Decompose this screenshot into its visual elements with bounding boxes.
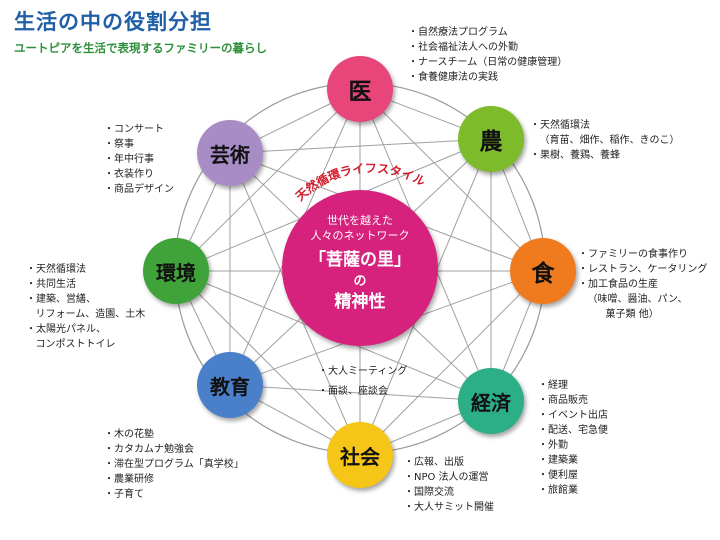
detail-item: NPO 法人の運営 <box>404 470 494 485</box>
detail-item: 自然療法プログラム <box>408 25 567 40</box>
detail-item: 衣装作り <box>104 167 174 182</box>
detail-item: 配送、宅急便 <box>538 423 608 438</box>
detail-item: 祭事 <box>104 137 174 152</box>
connection-line <box>359 88 544 272</box>
detail-item: コンサート <box>104 122 174 137</box>
detail-item: 共同生活 <box>26 277 145 292</box>
environment-details: 天然循環法 共同生活 建築、営繕、 リフォーム、造園、土木 太陽光パネル、 コン… <box>26 262 146 352</box>
center-line-3: 「菩薩の里」 <box>309 250 411 270</box>
detail-item: 建築業 <box>538 453 608 468</box>
food-details: ファミリーの食事作り レストラン、ケータリング 加工食品の生産 （味噌、醤油、パ… <box>578 247 708 322</box>
node-food: 食 <box>510 238 576 304</box>
detail-item: 広報、出版 <box>404 455 494 470</box>
detail-item: （育苗、畑作、稲作、きのこ） <box>539 135 680 146</box>
center-line-5: 精神性 <box>334 292 386 312</box>
connection-line <box>229 138 492 154</box>
detail-item: レストラン、ケータリング <box>578 262 707 277</box>
node-environment: 環境 <box>143 238 209 304</box>
detail-item: 社会福祉法人への外勤 <box>408 40 567 55</box>
detail-item: 旅館業 <box>538 483 608 498</box>
detail-item: 農業研修 <box>104 472 244 487</box>
detail-item: 便利屋 <box>538 468 608 483</box>
detail-item: 大人ミーティング <box>318 362 407 382</box>
page-subtitle: ユートピアを生活で表現するファミリーの暮らし <box>14 41 267 55</box>
detail-item: 天然循環法 <box>530 118 680 133</box>
center-line-4: の <box>353 274 367 289</box>
center-circle: 世代を越えた 人々のネットワーク 「菩薩の里」 の 精神性 <box>282 190 438 346</box>
connection-line <box>175 88 361 272</box>
medicine-details: 自然療法プログラム 社会福祉法人への外勤 ナースチーム（日常の健康管理） 食養健… <box>408 25 567 85</box>
node-society: 社会 <box>327 422 393 488</box>
center-bottom-details: 大人ミーティング 面談、座談会 <box>318 362 407 402</box>
detail-item: 外勤 <box>538 438 608 453</box>
detail-item: 菓子類 他） <box>605 309 659 320</box>
arts-details: コンサート 祭事 年中行事 衣装作り 商品デザイン <box>104 122 174 197</box>
page-title: 生活の中の役割分担 <box>14 10 212 34</box>
detail-item: ファミリーの食事作り <box>578 247 707 262</box>
detail-item: 子育て <box>104 487 244 502</box>
center-line-2: 人々のネットワーク <box>310 229 410 242</box>
detail-item: カタカムナ勉強会 <box>104 442 244 457</box>
detail-item: 商品販売 <box>538 393 608 408</box>
node-arts: 芸術 <box>197 120 263 186</box>
node-agriculture: 農 <box>458 106 524 172</box>
detail-item: リフォーム、造園、土木 <box>35 309 146 320</box>
education-details: 木の花塾 カタカムナ勉強会 滞在型プログラム「真学校」 農業研修 子育て <box>104 427 244 502</box>
detail-item: 大人サミット開催 <box>404 500 494 515</box>
detail-item: コンポストトイレ <box>35 339 116 350</box>
detail-item: 果樹、養鶏、養蜂 <box>530 148 680 163</box>
detail-item: 経理 <box>538 378 608 393</box>
detail-item: 天然循環法 <box>26 262 145 277</box>
society-details: 広報、出版 NPO 法人の運営 国際交流 大人サミット開催 <box>404 455 494 515</box>
agriculture-details: 天然循環法 （育苗、畑作、稲作、きのこ） 果樹、養鶏、養蜂 <box>530 118 680 163</box>
detail-item: 加工食品の生産 <box>578 277 707 292</box>
economy-details: 経理 商品販売 イベント出店 配送、宅急便 外勤 建築業 便利屋 旅館業 <box>538 378 608 498</box>
detail-item: 年中行事 <box>104 152 174 167</box>
detail-item: 太陽光パネル、 <box>26 322 145 337</box>
detail-item: イベント出店 <box>538 408 608 423</box>
detail-item: 商品デザイン <box>104 182 174 197</box>
detail-item: 木の花塾 <box>104 427 244 442</box>
detail-item: 滞在型プログラム「真学校」 <box>104 457 244 472</box>
connection-line <box>175 270 361 456</box>
detail-item: 国際交流 <box>404 485 494 500</box>
detail-item: 面談、座談会 <box>318 382 407 402</box>
detail-item: 食養健康法の実践 <box>408 70 567 85</box>
detail-item: 建築、営繕、 <box>26 292 145 307</box>
node-economy: 経済 <box>458 368 524 434</box>
node-medicine: 医 <box>327 56 393 122</box>
center-line-1: 世代を越えた <box>327 214 393 227</box>
detail-item: ナースチーム（日常の健康管理） <box>408 55 567 70</box>
node-education: 教育 <box>197 352 263 418</box>
detail-item: （味噌、醤油、パン、 <box>587 294 688 305</box>
